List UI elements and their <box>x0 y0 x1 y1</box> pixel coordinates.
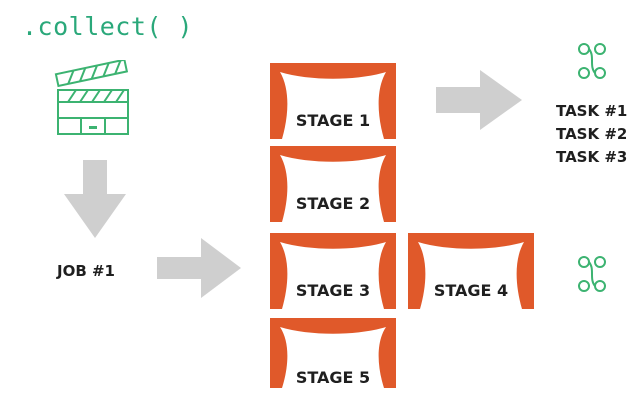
stage-label: STAGE 3 <box>295 281 371 300</box>
task-item: TASK #3 <box>556 148 628 166</box>
task-chain-icon <box>577 42 607 84</box>
code-title: .collect( ) <box>22 12 194 41</box>
stage-label: STAGE 1 <box>295 111 371 130</box>
job-label: JOB #1 <box>57 262 115 280</box>
stage-to-tasks-arrow <box>436 70 522 134</box>
task-chain-icon <box>577 255 607 297</box>
stage-4: STAGE 4 <box>408 233 534 309</box>
task-list: TASK #1 TASK #2 TASK #3 <box>556 100 627 169</box>
clapperboard-icon <box>52 58 134 136</box>
task-item: TASK #2 <box>556 125 628 143</box>
stage-label: STAGE 4 <box>433 281 509 300</box>
task-item: TASK #1 <box>556 102 628 120</box>
job-to-stages-arrow <box>157 238 241 302</box>
stage-2: STAGE 2 <box>270 146 396 222</box>
stage-5: STAGE 5 <box>270 318 396 394</box>
stage-label: STAGE 5 <box>295 368 371 387</box>
stage-1: STAGE 1 <box>270 63 396 139</box>
stage-3: STAGE 3 <box>270 233 396 309</box>
stage-label: STAGE 2 <box>295 194 371 213</box>
down-arrow <box>64 160 126 244</box>
